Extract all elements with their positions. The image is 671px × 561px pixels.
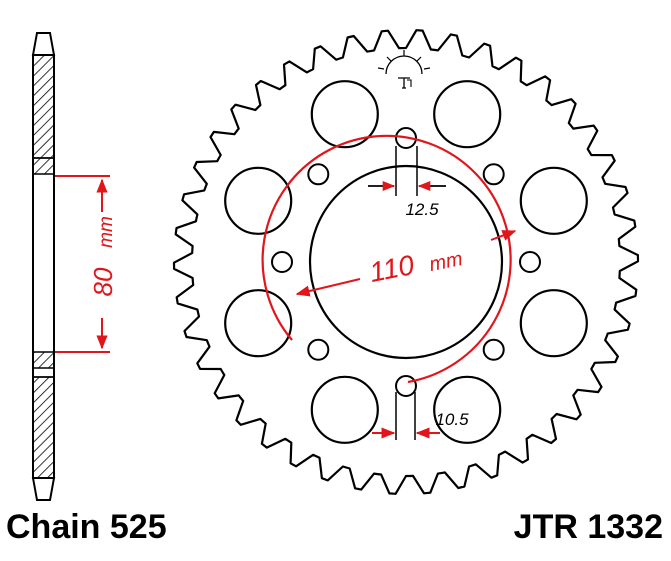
bolt-hole — [482, 338, 505, 361]
sprocket-front-view: 110 mm 12.5 10.5 — [172, 29, 640, 495]
center-bore — [308, 164, 504, 360]
pcd-dimension: 110 mm — [261, 134, 517, 384]
bolt-spacing-unit: mm — [96, 216, 117, 248]
profile-hatch-top — [32, 54, 55, 159]
pcd-unit: mm — [428, 248, 465, 276]
bolt-hole — [271, 251, 293, 273]
hole-dimension-bottom: 10.5 — [372, 392, 469, 440]
sprocket-teeth-outline — [172, 29, 640, 495]
lightening-hole — [224, 289, 293, 358]
bolt-hole — [307, 163, 330, 186]
hole-dimension-top: 12.5 — [368, 146, 446, 219]
lightening-hole — [224, 166, 293, 235]
bolt-hole — [395, 375, 417, 397]
lightening-hole — [519, 166, 588, 235]
bolt-hole — [482, 163, 505, 186]
lightening-hole — [310, 80, 379, 149]
chain-size-label: Chain 525 — [6, 508, 167, 546]
lightening-hole — [433, 375, 502, 444]
profile-hatch-bottom — [32, 376, 55, 479]
lightening-hole — [519, 289, 588, 358]
bolt-hole — [519, 251, 541, 273]
lightening-hole — [433, 80, 502, 149]
side-profile-view: 80 mm — [31, 32, 118, 501]
bolt-hole — [307, 338, 330, 361]
lightening-hole — [310, 375, 379, 444]
profile-hatch-upper-hole — [32, 157, 55, 175]
profile-hatch-lower-hole — [32, 351, 55, 369]
bolt-spacing-value: 80 — [88, 267, 118, 296]
lightening-holes — [224, 80, 588, 444]
bolt-spacing-dimension: 80 mm — [55, 175, 118, 353]
hole-dim-top-value: 12.5 — [405, 200, 439, 219]
profile-top-taper — [31, 32, 56, 56]
hole-dim-bottom-value: 10.5 — [435, 410, 469, 429]
jt-logo-icon — [377, 50, 431, 89]
part-number-label: JTR 1332 — [513, 508, 663, 546]
profile-bottom-taper — [31, 477, 56, 501]
bolt-holes — [271, 127, 541, 397]
pcd-value: 110 — [367, 249, 417, 288]
